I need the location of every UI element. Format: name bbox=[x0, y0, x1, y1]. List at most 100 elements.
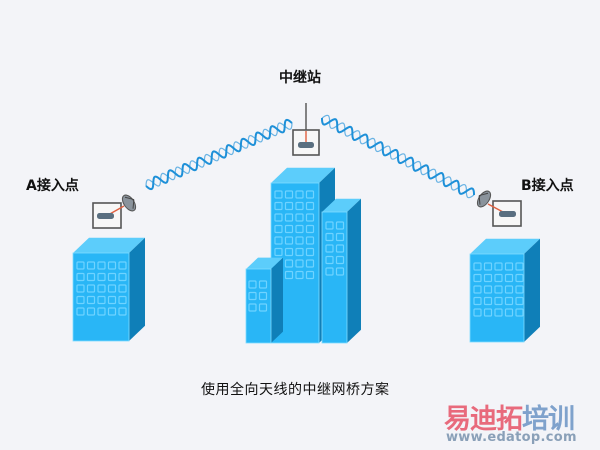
watermark-url: www.edatop.com bbox=[446, 430, 577, 445]
building-window bbox=[494, 273, 503, 283]
building-window bbox=[483, 296, 493, 306]
building-window bbox=[295, 190, 304, 199]
building-window bbox=[274, 190, 283, 199]
building-window bbox=[107, 272, 117, 282]
building-window bbox=[76, 295, 85, 305]
bridge-unit-icon bbox=[499, 211, 516, 217]
building-roof bbox=[470, 238, 540, 254]
building-window bbox=[295, 270, 304, 280]
building-window bbox=[295, 213, 304, 222]
building-side bbox=[347, 198, 361, 343]
watermark-brand-part1: 易迪拓 bbox=[444, 404, 523, 435]
building-window bbox=[248, 280, 257, 289]
building-relay bbox=[245, 167, 361, 344]
building-window bbox=[295, 259, 304, 268]
signal-strand bbox=[145, 122, 293, 187]
building-window bbox=[473, 285, 482, 294]
building-window bbox=[504, 262, 514, 271]
access-point-a-label: A接入点 bbox=[26, 178, 79, 194]
building-window bbox=[305, 259, 315, 268]
building-window bbox=[76, 261, 85, 270]
building-window bbox=[284, 190, 294, 199]
watermark-brand-part2: 培训 bbox=[522, 404, 575, 435]
building-window bbox=[305, 224, 315, 234]
building-window bbox=[86, 295, 96, 305]
building-front bbox=[321, 211, 348, 344]
building-window bbox=[305, 213, 315, 222]
building-window bbox=[325, 267, 334, 276]
building-window bbox=[284, 213, 294, 222]
building-window bbox=[284, 270, 294, 280]
building-front bbox=[245, 268, 272, 344]
building-window bbox=[258, 280, 268, 289]
building-roof bbox=[73, 237, 145, 253]
building-window bbox=[258, 303, 268, 312]
building-window bbox=[473, 308, 482, 317]
building-window bbox=[274, 213, 283, 222]
directional-antenna-icon bbox=[476, 190, 492, 208]
building-roof bbox=[271, 167, 335, 183]
building-window bbox=[305, 190, 315, 199]
building-roof bbox=[322, 198, 361, 212]
building-window bbox=[118, 261, 127, 270]
building-window bbox=[295, 247, 304, 257]
building-window bbox=[305, 201, 315, 211]
building-side bbox=[524, 238, 540, 342]
building-window bbox=[274, 224, 283, 234]
relay-station-label: 中继站 bbox=[279, 70, 321, 86]
building-window bbox=[248, 303, 257, 312]
building-window bbox=[76, 284, 85, 293]
building-window bbox=[483, 262, 493, 271]
building-window bbox=[335, 221, 345, 230]
building-side bbox=[271, 257, 283, 343]
building-window bbox=[118, 307, 127, 316]
building-window bbox=[325, 232, 334, 242]
building-window bbox=[107, 261, 117, 270]
building-window bbox=[76, 272, 85, 282]
building-window bbox=[295, 236, 304, 245]
wireless-signal-a-to-relay bbox=[145, 118, 293, 191]
signal-strand bbox=[321, 114, 475, 199]
building-window bbox=[284, 247, 294, 257]
building-window bbox=[295, 224, 304, 234]
building-window bbox=[494, 296, 503, 306]
building-window bbox=[118, 284, 127, 293]
building-window bbox=[335, 267, 345, 276]
building-window bbox=[515, 262, 524, 271]
building-window bbox=[335, 244, 345, 253]
building-window bbox=[284, 224, 294, 234]
building-window bbox=[97, 295, 106, 305]
building-window bbox=[483, 273, 493, 283]
building-window bbox=[274, 201, 283, 211]
device-box bbox=[492, 200, 522, 227]
building-window bbox=[515, 308, 524, 317]
building-window bbox=[118, 295, 127, 305]
building-window bbox=[97, 272, 106, 282]
building-window bbox=[305, 270, 315, 280]
relay-station-device bbox=[292, 103, 320, 156]
access-point-b-device bbox=[476, 190, 522, 227]
building-window bbox=[86, 261, 96, 270]
access-point-a-device bbox=[92, 194, 137, 229]
building-window bbox=[97, 261, 106, 270]
building-window bbox=[284, 236, 294, 245]
building-side bbox=[129, 237, 145, 341]
building-window bbox=[86, 284, 96, 293]
bridge-unit-icon bbox=[97, 213, 114, 219]
building-window bbox=[483, 285, 493, 294]
wireless-signal-relay-to-b bbox=[321, 114, 475, 199]
building-window bbox=[515, 285, 524, 294]
building-window bbox=[258, 291, 268, 301]
building-window bbox=[107, 307, 117, 316]
building-window bbox=[504, 285, 514, 294]
building-window bbox=[504, 296, 514, 306]
directional-antenna-icon bbox=[121, 194, 137, 212]
building-window bbox=[335, 255, 345, 265]
building-window bbox=[515, 273, 524, 283]
building-window bbox=[86, 307, 96, 316]
building-window bbox=[494, 262, 503, 271]
building-window bbox=[504, 308, 514, 317]
bridge-unit-icon bbox=[298, 142, 314, 148]
diagram-caption: 使用全向天线的中继网桥方案 bbox=[201, 382, 390, 398]
